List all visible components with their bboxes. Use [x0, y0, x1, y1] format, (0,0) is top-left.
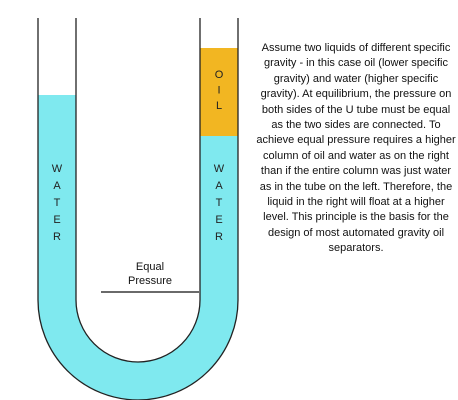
label-letter: I: [217, 85, 220, 97]
equal-pressure-label-line1: Equal: [136, 261, 164, 273]
label-letter: R: [53, 231, 61, 243]
label-letter: A: [53, 180, 61, 192]
label-letter: E: [215, 214, 222, 226]
label-letter: T: [216, 197, 223, 209]
label-letter: W: [214, 163, 225, 175]
label-letter: T: [54, 197, 61, 209]
label-letter: A: [215, 180, 223, 192]
label-letter: L: [216, 100, 222, 112]
water-fill: [38, 95, 238, 400]
tube-outer-wall: [37, 18, 239, 400]
right-oil-label: OIL: [215, 69, 224, 112]
equal-pressure-label-line2: Pressure: [128, 275, 172, 287]
label-letter: W: [52, 163, 63, 175]
label-letter: E: [53, 214, 60, 226]
tube-inner-wall: [75, 18, 201, 363]
oil-fill: [200, 48, 238, 136]
label-letter: O: [215, 69, 224, 81]
explanation-text: Assume two liquids of different specific…: [256, 42, 456, 255]
label-letter: R: [215, 231, 223, 243]
